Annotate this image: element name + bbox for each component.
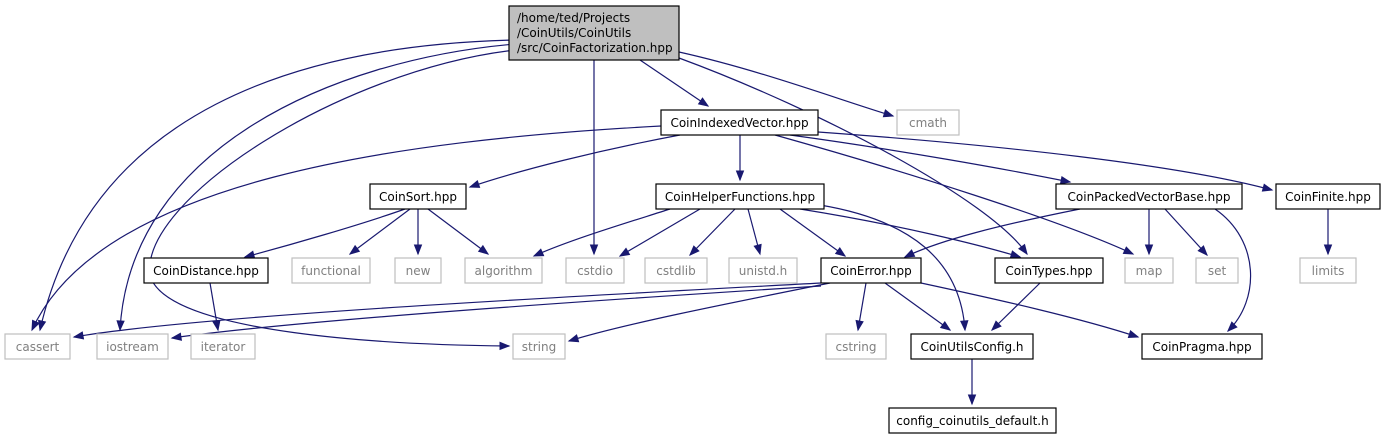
svg-text:functional: functional [301, 264, 361, 278]
node-root-coinfactorization[interactable]: /home/ted/Projects /CoinUtils/CoinUtils … [508, 5, 680, 61]
edge-chf-to-cstdio [618, 208, 701, 257]
edge-cpvb-to-cerr [903, 208, 1081, 258]
node-string: string [512, 333, 566, 360]
graph-nodes: /home/ted/Projects /CoinUtils/CoinUtils … [4, 5, 1381, 434]
edge-cpvb-to-cprag [1214, 208, 1252, 332]
node-coinerror[interactable]: CoinError.hpp [820, 257, 922, 284]
node-coinindexedvector[interactable]: CoinIndexedVector.hpp [660, 109, 819, 136]
edge-cuc-to-ccd [967, 359, 977, 406]
node-cstdio: cstdio [565, 257, 625, 284]
edge-csort-to-new [413, 209, 423, 256]
svg-text:/CoinUtils/CoinUtils: /CoinUtils/CoinUtils [517, 26, 631, 40]
node-coindistance[interactable]: CoinDistance.hpp [143, 257, 269, 284]
edge-chf-to-unistd [747, 208, 762, 256]
node-coinsort[interactable]: CoinSort.hpp [369, 183, 467, 210]
svg-text:cstring: cstring [835, 340, 876, 354]
node-new: new [394, 257, 442, 284]
node-config-coinutils-default[interactable]: config_coinutils_default.h [888, 407, 1057, 434]
edge-chf-to-cstdlib [689, 208, 736, 256]
node-map: map [1124, 257, 1174, 284]
svg-text:map: map [1136, 264, 1163, 278]
edge-civ-to-map [774, 134, 1135, 255]
edge-cfin-to-limits [1323, 209, 1333, 256]
edge-ctypes-to-cuc [991, 282, 1041, 331]
svg-text:new: new [406, 264, 431, 278]
svg-text:CoinSort.hpp: CoinSort.hpp [379, 190, 457, 204]
dependency-edges [31, 39, 1333, 406]
edge-csort-to-algorithm [427, 208, 490, 255]
node-coinpackedvectorbase[interactable]: CoinPackedVectorBase.hpp [1055, 183, 1243, 210]
node-coinhelperfunctions[interactable]: CoinHelperFunctions.hpp [655, 183, 825, 210]
svg-text:cassert: cassert [16, 340, 60, 354]
node-cassert: cassert [4, 333, 71, 360]
edge-cerr-to-string [567, 282, 831, 343]
node-cmath: cmath [896, 109, 960, 136]
svg-text:CoinDistance.hpp: CoinDistance.hpp [153, 264, 259, 278]
node-functional: functional [291, 257, 371, 284]
svg-text:iterator: iterator [201, 340, 246, 354]
node-set: set [1195, 257, 1239, 284]
svg-text:unistd.h: unistd.h [739, 264, 788, 278]
node-unistd: unistd.h [728, 257, 798, 284]
edge-cerr-to-cstring [855, 282, 867, 332]
svg-text:cmath: cmath [909, 116, 947, 130]
node-coinfinite[interactable]: CoinFinite.hpp [1275, 183, 1381, 210]
svg-text:/home/ted/Projects: /home/ted/Projects [517, 11, 630, 25]
svg-text:CoinUtilsConfig.h: CoinUtilsConfig.h [921, 340, 1024, 354]
svg-text:string: string [522, 340, 556, 354]
edge-root-to-cassert [37, 39, 516, 332]
node-cstdlib: cstdlib [644, 257, 708, 284]
edge-root-to-cmath [678, 51, 895, 118]
edge-chf-to-cuc [819, 204, 969, 332]
svg-text:iostream: iostream [106, 340, 159, 354]
node-coinpragma[interactable]: CoinPragma.hpp [1141, 333, 1263, 360]
edge-csort-to-functional [348, 208, 411, 255]
svg-text:config_coinutils_default.h: config_coinutils_default.h [896, 414, 1048, 428]
node-cstring: cstring [825, 333, 887, 360]
node-iterator: iterator [190, 333, 256, 360]
edge-chf-to-cerr [779, 208, 847, 257]
edge-cdist-to-iterator [209, 282, 221, 332]
edge-csort-to-cdist [243, 208, 406, 259]
edge-civ-to-cassert [31, 125, 662, 332]
edge-root-to-iostream [116, 43, 516, 332]
edge-civ-to-cfin [817, 131, 1274, 192]
edge-root-to-civ [639, 59, 710, 107]
svg-text:cstdio: cstdio [577, 264, 613, 278]
edge-civ-to-csort [468, 134, 681, 188]
edge-cerr-to-cuc [884, 282, 952, 331]
node-limits: limits [1299, 257, 1357, 284]
svg-text:CoinPackedVectorBase.hpp: CoinPackedVectorBase.hpp [1068, 190, 1231, 204]
node-coinutilsconfig[interactable]: CoinUtilsConfig.h [910, 333, 1034, 360]
svg-text:limits: limits [1312, 264, 1345, 278]
edge-cerr-to-cprag [920, 282, 1140, 339]
edge-chf-to-ctypes [799, 208, 1022, 259]
node-algorithm: algorithm [464, 257, 543, 284]
svg-text:CoinFinite.hpp: CoinFinite.hpp [1285, 190, 1371, 204]
edge-chf-to-algorithm [532, 208, 671, 257]
svg-text:algorithm: algorithm [475, 264, 533, 278]
edge-root-to-ctypes [678, 57, 1028, 256]
edge-civ-to-chf [735, 135, 745, 182]
node-iostream: iostream [96, 333, 169, 360]
svg-text:/src/CoinFactorization.hpp: /src/CoinFactorization.hpp [517, 41, 673, 55]
svg-text:CoinIndexedVector.hpp: CoinIndexedVector.hpp [670, 116, 808, 130]
edge-cpvb-to-map [1144, 209, 1154, 256]
edge-cerr-to-iostream [170, 285, 822, 341]
svg-text:CoinTypes.hpp: CoinTypes.hpp [1005, 264, 1092, 278]
edge-cpvb-to-set [1164, 208, 1208, 257]
edge-root-to-cstdio [589, 60, 599, 256]
node-cointypes[interactable]: CoinTypes.hpp [994, 257, 1104, 284]
svg-text:CoinError.hpp: CoinError.hpp [830, 264, 911, 278]
edge-civ-to-cpvb [789, 134, 1072, 185]
svg-text:CoinPragma.hpp: CoinPragma.hpp [1152, 340, 1251, 354]
svg-text:CoinHelperFunctions.hpp: CoinHelperFunctions.hpp [665, 190, 815, 204]
svg-text:cstdlib: cstdlib [656, 264, 695, 278]
edge-cerr-to-cassert [72, 282, 822, 340]
svg-text:set: set [1208, 264, 1227, 278]
